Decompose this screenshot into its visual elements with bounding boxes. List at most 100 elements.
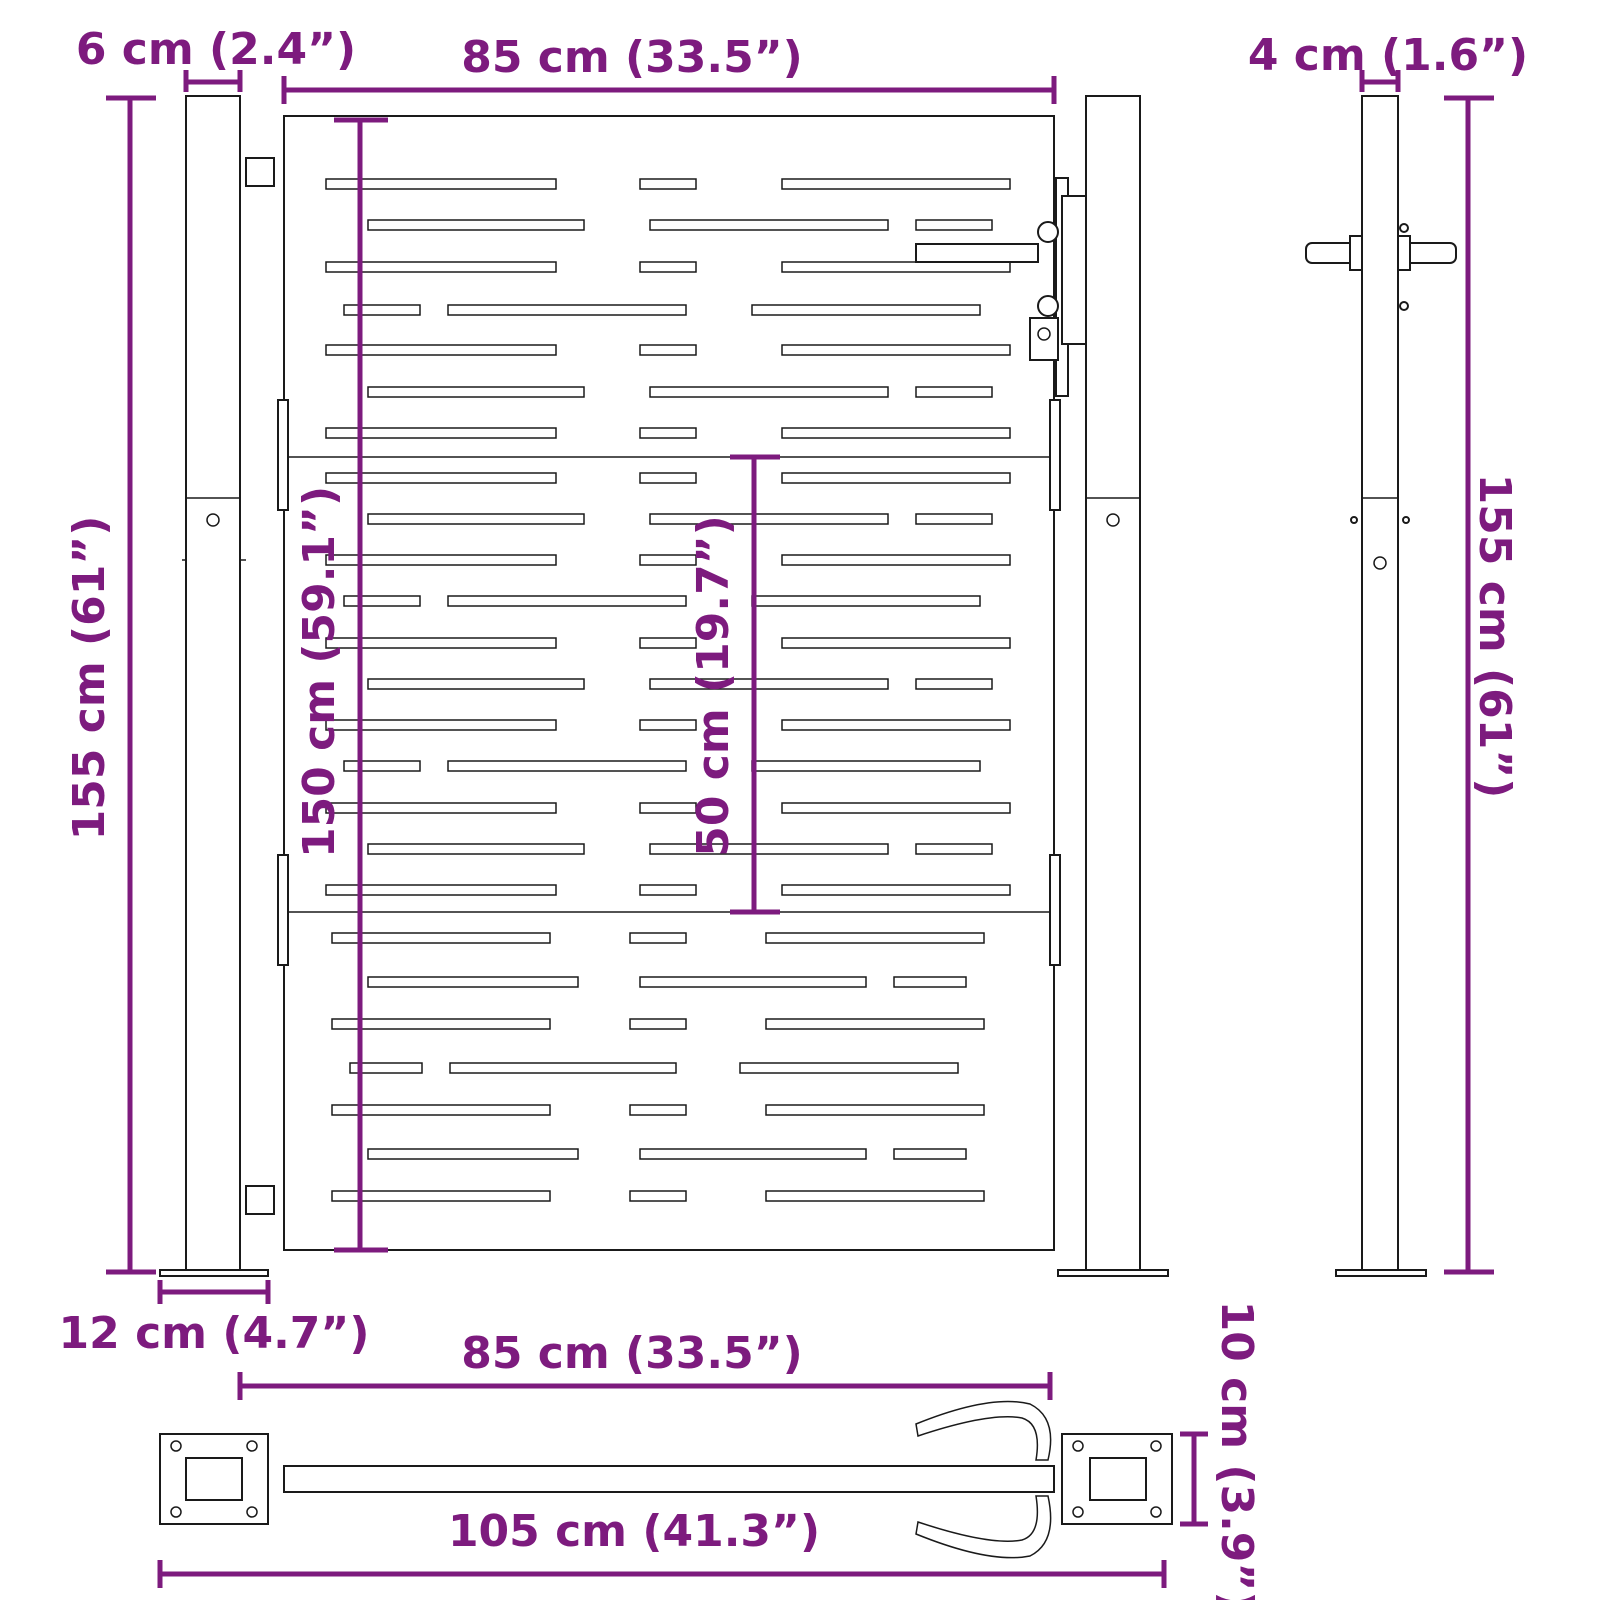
slot	[325, 884, 557, 896]
slot	[367, 386, 585, 398]
slot	[765, 932, 985, 944]
slot	[751, 595, 981, 607]
slot	[781, 802, 1011, 814]
overall-width-label: 105 cm (41.3”)	[448, 1506, 820, 1557]
slot	[915, 219, 993, 231]
bolt-icon	[1350, 223, 1410, 524]
slot	[639, 976, 867, 988]
slot	[447, 304, 687, 316]
gate-leaf	[283, 115, 1055, 1251]
slot	[325, 719, 557, 731]
slot	[639, 261, 697, 273]
base-plate-width-label: 12 cm (4.7”)	[59, 1308, 370, 1359]
slot	[639, 427, 697, 439]
slot	[751, 760, 981, 772]
slot	[739, 1062, 959, 1074]
slot	[331, 1018, 551, 1030]
slot	[325, 802, 557, 814]
slot	[649, 513, 889, 525]
slot	[639, 472, 697, 484]
base-plate-icon	[159, 1269, 269, 1277]
post-width-label: 6 cm (2.4”)	[76, 24, 356, 75]
slot	[447, 595, 687, 607]
post-height-left-label: 155 cm (61”)	[64, 516, 115, 841]
hinge-icon	[245, 157, 1061, 1215]
slot	[649, 219, 889, 231]
side-post-width-label: 4 cm (1.6”)	[1248, 30, 1528, 81]
slot	[915, 843, 993, 855]
slot	[325, 472, 557, 484]
slot	[639, 344, 697, 356]
slot	[325, 427, 557, 439]
slot	[331, 1104, 551, 1116]
slot	[325, 344, 557, 356]
base-plate-icon	[1057, 1269, 1169, 1277]
slot	[915, 678, 993, 690]
slot	[781, 884, 1011, 896]
slot	[343, 595, 421, 607]
gate-width-top-label: 85 cm (33.5”)	[461, 32, 803, 83]
slot	[781, 719, 1011, 731]
slot	[765, 1190, 985, 1202]
slot	[639, 554, 697, 566]
slot	[331, 932, 551, 944]
slot	[781, 427, 1011, 439]
slot	[325, 554, 557, 566]
lock-cylinder-icon	[1029, 317, 1059, 361]
slot	[343, 760, 421, 772]
slot	[639, 719, 697, 731]
slot	[449, 1062, 677, 1074]
slot	[367, 843, 585, 855]
slot	[325, 637, 557, 649]
panel-height-label: 50 cm (19.7”)	[688, 515, 739, 857]
slot	[781, 554, 1011, 566]
slot	[751, 304, 981, 316]
post-height-side-label: 155 cm (61”)	[1469, 474, 1520, 799]
side-elevation	[1305, 95, 1457, 1277]
slot	[367, 678, 585, 690]
left-post	[159, 95, 269, 1277]
slot	[367, 976, 579, 988]
slot	[447, 760, 687, 772]
lever-handle-icon	[1305, 235, 1457, 271]
slot	[649, 386, 889, 398]
slot	[367, 1148, 579, 1160]
gate-height-label: 150 cm (59.1”)	[294, 486, 345, 858]
slot	[629, 1104, 687, 1116]
gate-width-plan-label: 85 cm (33.5”)	[461, 1328, 803, 1379]
slot	[781, 344, 1011, 356]
slot	[765, 1104, 985, 1116]
slot	[765, 1018, 985, 1030]
lever-handle-icon	[915, 177, 1087, 397]
slot	[343, 304, 421, 316]
slot	[325, 178, 557, 190]
base-plate-icon	[1335, 1269, 1427, 1277]
slot	[893, 976, 967, 988]
dimension-lines	[106, 70, 1494, 1588]
decorative-slots	[325, 178, 1011, 1202]
plan-view	[159, 1400, 1173, 1559]
slot	[649, 678, 889, 690]
plate-depth-label: 10 cm (3.9”)	[1211, 1301, 1262, 1600]
slot	[629, 1190, 687, 1202]
slot	[639, 884, 697, 896]
slot	[629, 1018, 687, 1030]
slot	[781, 637, 1011, 649]
slot	[349, 1062, 423, 1074]
slot	[639, 802, 697, 814]
slot	[781, 178, 1011, 190]
slot	[893, 1148, 967, 1160]
front-elevation	[159, 95, 1169, 1277]
slot	[915, 513, 993, 525]
gate-top-rail	[283, 1465, 1055, 1493]
slot	[639, 1148, 867, 1160]
slot	[781, 472, 1011, 484]
slot	[915, 386, 993, 398]
slot	[781, 261, 1011, 273]
slot	[325, 261, 557, 273]
slot	[639, 178, 697, 190]
slot	[629, 932, 687, 944]
slot	[331, 1190, 551, 1202]
slot	[367, 219, 585, 231]
